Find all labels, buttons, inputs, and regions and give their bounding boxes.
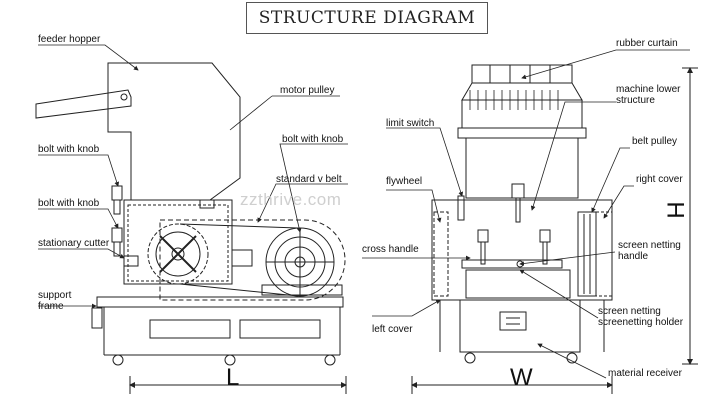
diagram-title: STRUCTURE DIAGRAM [258, 8, 476, 28]
label-left-cover: left cover [372, 324, 413, 335]
label-limit-switch: limit switch [386, 118, 435, 129]
diagram-title-banner: STRUCTURE DIAGRAM [246, 2, 488, 34]
label-belt-pulley: belt pulley [632, 136, 678, 147]
label-bolt-with-knob-lower: bolt with knob [38, 198, 100, 209]
label-standard-v-belt: standard v belt [276, 174, 342, 185]
label-cross-handle: cross handle [362, 244, 419, 255]
dimension-height-label: H [661, 201, 689, 219]
dimension-width-label: W [510, 364, 533, 391]
dimension-length-label: L [226, 364, 240, 391]
label-stationary-cutter: stationary cutter [38, 238, 110, 249]
label-machine-lower-structure: machine lower structure [616, 84, 681, 106]
dimension-lines [129, 67, 698, 394]
label-motor-pulley: motor pulley [280, 85, 335, 96]
label-right-cover: right cover [636, 174, 683, 185]
label-rubber-curtain: rubber curtain [616, 38, 678, 49]
label-flywheel: flywheel [386, 176, 423, 187]
label-screen-netting-handle: screen netting handle [618, 240, 681, 262]
front-view [431, 64, 613, 364]
leader-lines [38, 44, 690, 379]
watermark: zzthrive.com [240, 190, 342, 209]
label-support-frame: support frame [38, 290, 72, 312]
label-screen-netting-holder: screen netting screenetting holder [598, 306, 684, 328]
label-bolt-with-knob-right: bolt with knob [282, 134, 344, 145]
label-bolt-with-knob-upper: bolt with knob [38, 144, 100, 155]
label-feeder-hopper: feeder hopper [38, 34, 101, 45]
label-material-receiver: material receiver [608, 368, 682, 379]
side-view [35, 62, 346, 366]
